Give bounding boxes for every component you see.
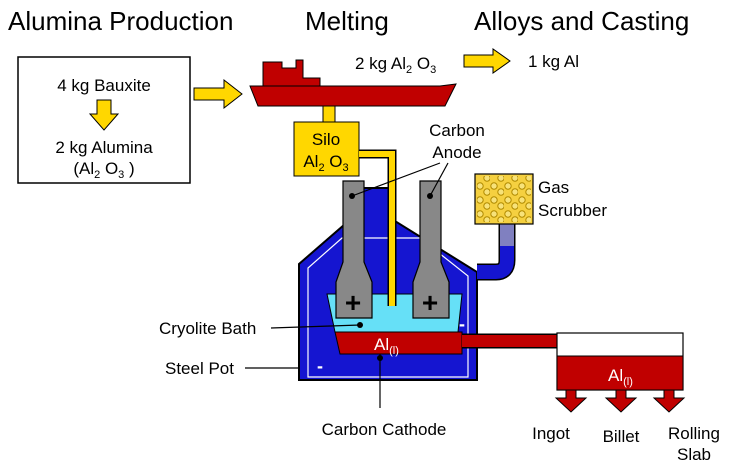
scrubber-duct <box>477 222 514 279</box>
heading-melting: Melting <box>305 6 389 36</box>
down-arrow-icon <box>88 99 120 131</box>
carbon-cathode-label: Carbon Cathode <box>322 420 447 439</box>
ingot-arrow-icon <box>554 389 588 413</box>
cryolite-leader-dot <box>357 322 363 328</box>
silo <box>293 121 360 177</box>
billet-arrow-icon <box>604 389 638 413</box>
output-arrow-icon <box>463 48 511 74</box>
carbon-anode-right <box>412 180 450 319</box>
ingot-label: Ingot <box>532 424 570 443</box>
silo-label: Silo <box>312 130 340 149</box>
ship-cabin-icon <box>262 59 321 87</box>
ship-input-label: 2 kg Al2 O3 <box>355 54 436 76</box>
molten-al-label-pot: Al(l) <box>374 335 399 357</box>
carbon-anode-label-2: Anode <box>432 143 481 162</box>
ship-hull-icon <box>249 83 457 107</box>
cathode-leader-dot <box>377 355 383 361</box>
heading-alloys-casting: Alloys and Casting <box>474 6 689 36</box>
feed-pipe <box>322 105 336 123</box>
plus-sign-right: + <box>422 287 438 318</box>
rolling-slab-label-1: Rolling <box>668 424 720 443</box>
alumina-formula: (Al2 O3 ) <box>73 159 134 181</box>
right-arrow-icon <box>193 78 243 110</box>
slab-arrow-icon <box>652 389 686 413</box>
carbon-anode-left <box>335 180 373 319</box>
silo-formula: Al2 O3 <box>303 152 348 174</box>
gas-scrubber-label-1: Gas <box>538 178 569 197</box>
heading-alumina-production: Alumina Production <box>8 6 233 36</box>
cryolite-leader <box>270 324 361 329</box>
rolling-slab-label-2: Slab <box>677 445 711 464</box>
cryolite-bath-label: Cryolite Bath <box>159 319 256 338</box>
anode-leader-right <box>429 162 449 197</box>
molten-al-label-furnace: Al(l) <box>608 366 633 388</box>
anode-leader-dot-right <box>427 193 433 199</box>
ship-output-label: 1 kg Al <box>528 52 579 71</box>
silo-tube <box>359 151 395 306</box>
scrubber-neck <box>500 222 514 246</box>
scrubber-pellets <box>477 176 531 222</box>
billet-label: Billet <box>603 427 640 446</box>
minus-sign-right: - <box>459 314 465 334</box>
anode-leader-left <box>351 162 441 197</box>
minus-sign-left: - <box>317 356 323 376</box>
anode-leader-dot-left <box>349 193 355 199</box>
carbon-anode-label-1: Carbon <box>429 121 485 140</box>
alumina-label: 2 kg Alumina <box>55 138 153 157</box>
plus-sign-left: + <box>345 287 361 318</box>
steel-pot-label: Steel Pot <box>165 359 234 378</box>
bauxite-label: 4 kg Bauxite <box>57 76 151 95</box>
gas-scrubber-label-2: Scrubber <box>538 201 607 220</box>
